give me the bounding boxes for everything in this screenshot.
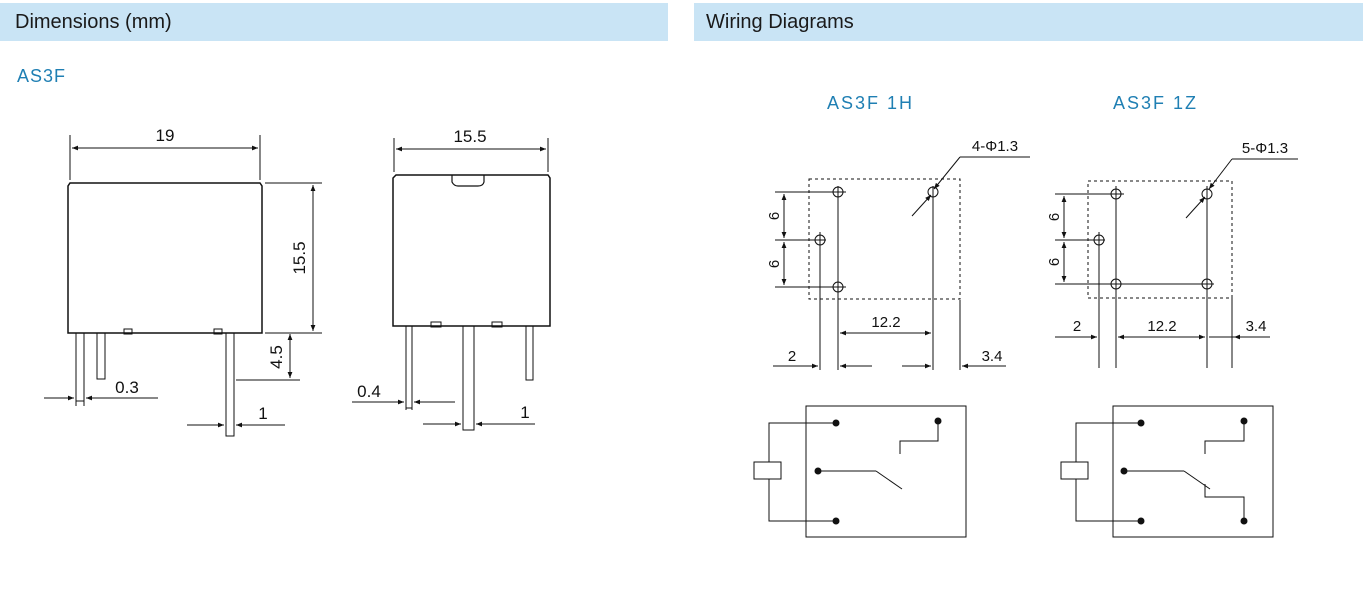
schematic-1h-terminals — [814, 417, 942, 525]
schematic-1z-terminals — [1120, 417, 1248, 525]
hole-1z-1 — [1110, 188, 1122, 200]
wiring-1h-title: AS3F 1H — [827, 93, 915, 113]
hole-1z-4 — [1201, 188, 1213, 200]
side-body — [392, 174, 551, 327]
side-pin-3 — [525, 325, 534, 381]
pcb-layout-1h — [773, 156, 1030, 370]
coil-1h — [753, 461, 782, 480]
front-pin-3 — [225, 332, 235, 437]
hole-1h-2 — [814, 234, 826, 246]
hole-1z-5 — [1201, 278, 1213, 290]
coil-1z — [1060, 461, 1089, 480]
side-view — [352, 138, 551, 431]
model-label: AS3F — [17, 66, 67, 86]
dim-pin-length: 4.5 — [267, 345, 286, 369]
span-1z: 12.2 — [1147, 318, 1176, 335]
wiring-diagrams-header: Wiring Diagrams — [694, 3, 1363, 41]
hole-note-1h: 4-Φ1.3 — [972, 138, 1018, 155]
front-view — [44, 135, 322, 437]
pitch-1h-1: 6 — [766, 212, 783, 220]
right-offset-1h: 3.4 — [982, 348, 1003, 365]
left-offset-1z: 2 — [1073, 318, 1081, 335]
pitch-1z-1: 6 — [1046, 213, 1063, 221]
dim-side-width: 15.5 — [453, 127, 486, 146]
side-pin-1 — [405, 325, 413, 409]
hole-1z-3 — [1110, 278, 1122, 290]
left-offset-1h: 2 — [788, 348, 796, 365]
front-pin-1 — [75, 332, 85, 402]
hole-1h-3 — [832, 281, 844, 293]
schematic-1z — [1060, 405, 1274, 538]
front-pin-2 — [96, 332, 106, 380]
dim-pin-thick-side: 0.4 — [357, 382, 381, 401]
span-1h: 12.2 — [871, 314, 900, 331]
dim-pin-width-side: 1 — [520, 403, 529, 422]
wiring-1z-title: AS3F 1Z — [1113, 93, 1199, 113]
front-body — [67, 182, 263, 334]
hole-1z-2 — [1093, 234, 1105, 246]
pitch-1z-2: 6 — [1046, 258, 1063, 266]
schematic-1h — [753, 405, 967, 538]
dim-front-width: 19 — [156, 126, 175, 145]
hole-1h-4 — [927, 186, 939, 198]
pitch-1h-2: 6 — [766, 260, 783, 268]
dim-front-height: 15.5 — [290, 241, 309, 274]
hole-1h-1 — [832, 186, 844, 198]
pcb-layout-1z — [1055, 158, 1298, 368]
dim-pin-thick-front: 0.3 — [115, 378, 139, 397]
hole-note-1z: 5-Φ1.3 — [1242, 140, 1288, 157]
dimensions-header: Dimensions (mm) — [0, 3, 668, 41]
right-offset-1z: 3.4 — [1246, 318, 1267, 335]
dim-pin-width-front: 1 — [258, 404, 267, 423]
side-pin-2 — [462, 325, 475, 431]
